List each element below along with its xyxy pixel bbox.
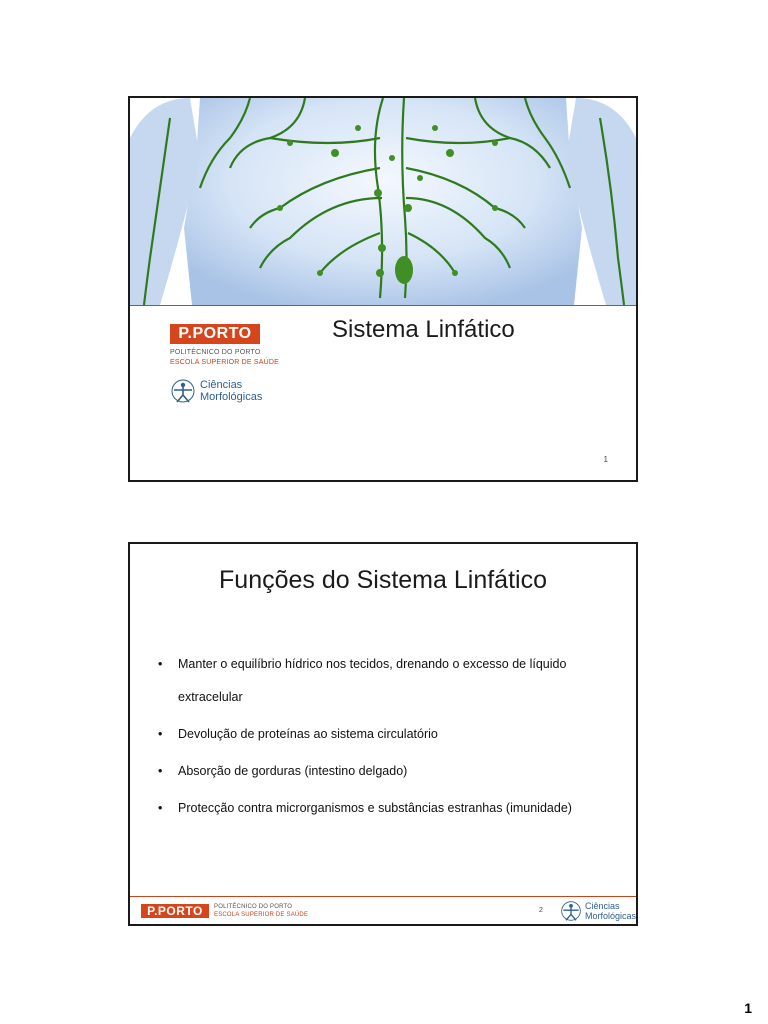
department-line-1: Ciências bbox=[200, 379, 243, 391]
list-item: Absorção de gorduras (intestino delgado) bbox=[156, 755, 616, 788]
school-name: ESCOLA SUPERIOR DE SAÚDE bbox=[214, 912, 309, 918]
list-item: Protecção contra microrganismos e substâ… bbox=[156, 792, 616, 825]
department-line-1: Ciências bbox=[585, 901, 620, 911]
list-item: Manter o equilíbrio hídrico nos tecidos,… bbox=[156, 648, 616, 714]
slide-number: 2 bbox=[539, 907, 543, 914]
ciencias-morfologicas-logo: Ciências Morfológicas bbox=[560, 900, 636, 922]
institution-name: POLITÉCNICO DO PORTO bbox=[214, 904, 293, 910]
slide-2: Funções do Sistema Linfático Manter o eq… bbox=[128, 542, 638, 926]
page-number: 1 bbox=[744, 1000, 752, 1016]
slide-number: 1 bbox=[603, 455, 608, 464]
department-line-2: Morfológicas bbox=[200, 391, 263, 403]
bullet-list: Manter o equilíbrio hídrico nos tecidos,… bbox=[156, 648, 616, 829]
header-divider bbox=[130, 305, 636, 306]
department-line-2: Morfológicas bbox=[585, 911, 637, 921]
slide-title: Sistema Linfático bbox=[332, 316, 515, 343]
slide-1: P.PORTO POLITÉCNICO DO PORTO ESCOLA SUPE… bbox=[128, 96, 638, 482]
vitruvian-man-icon bbox=[561, 901, 581, 921]
institution-name: POLITÉCNICO DO PORTO bbox=[170, 349, 261, 356]
lymphatic-system-image bbox=[130, 98, 636, 305]
slide-title: Funções do Sistema Linfático bbox=[219, 566, 547, 594]
list-item: Devolução de proteínas ao sistema circul… bbox=[156, 718, 616, 751]
footer-divider bbox=[130, 896, 636, 897]
ciencias-morfologicas-logo: Ciências Morfológicas bbox=[170, 378, 262, 404]
vitruvian-man-icon bbox=[171, 379, 195, 403]
pporto-logo: P.PORTO bbox=[141, 904, 209, 918]
pporto-logo: P.PORTO bbox=[170, 324, 260, 344]
school-name: ESCOLA SUPERIOR DE SAÚDE bbox=[170, 359, 280, 366]
